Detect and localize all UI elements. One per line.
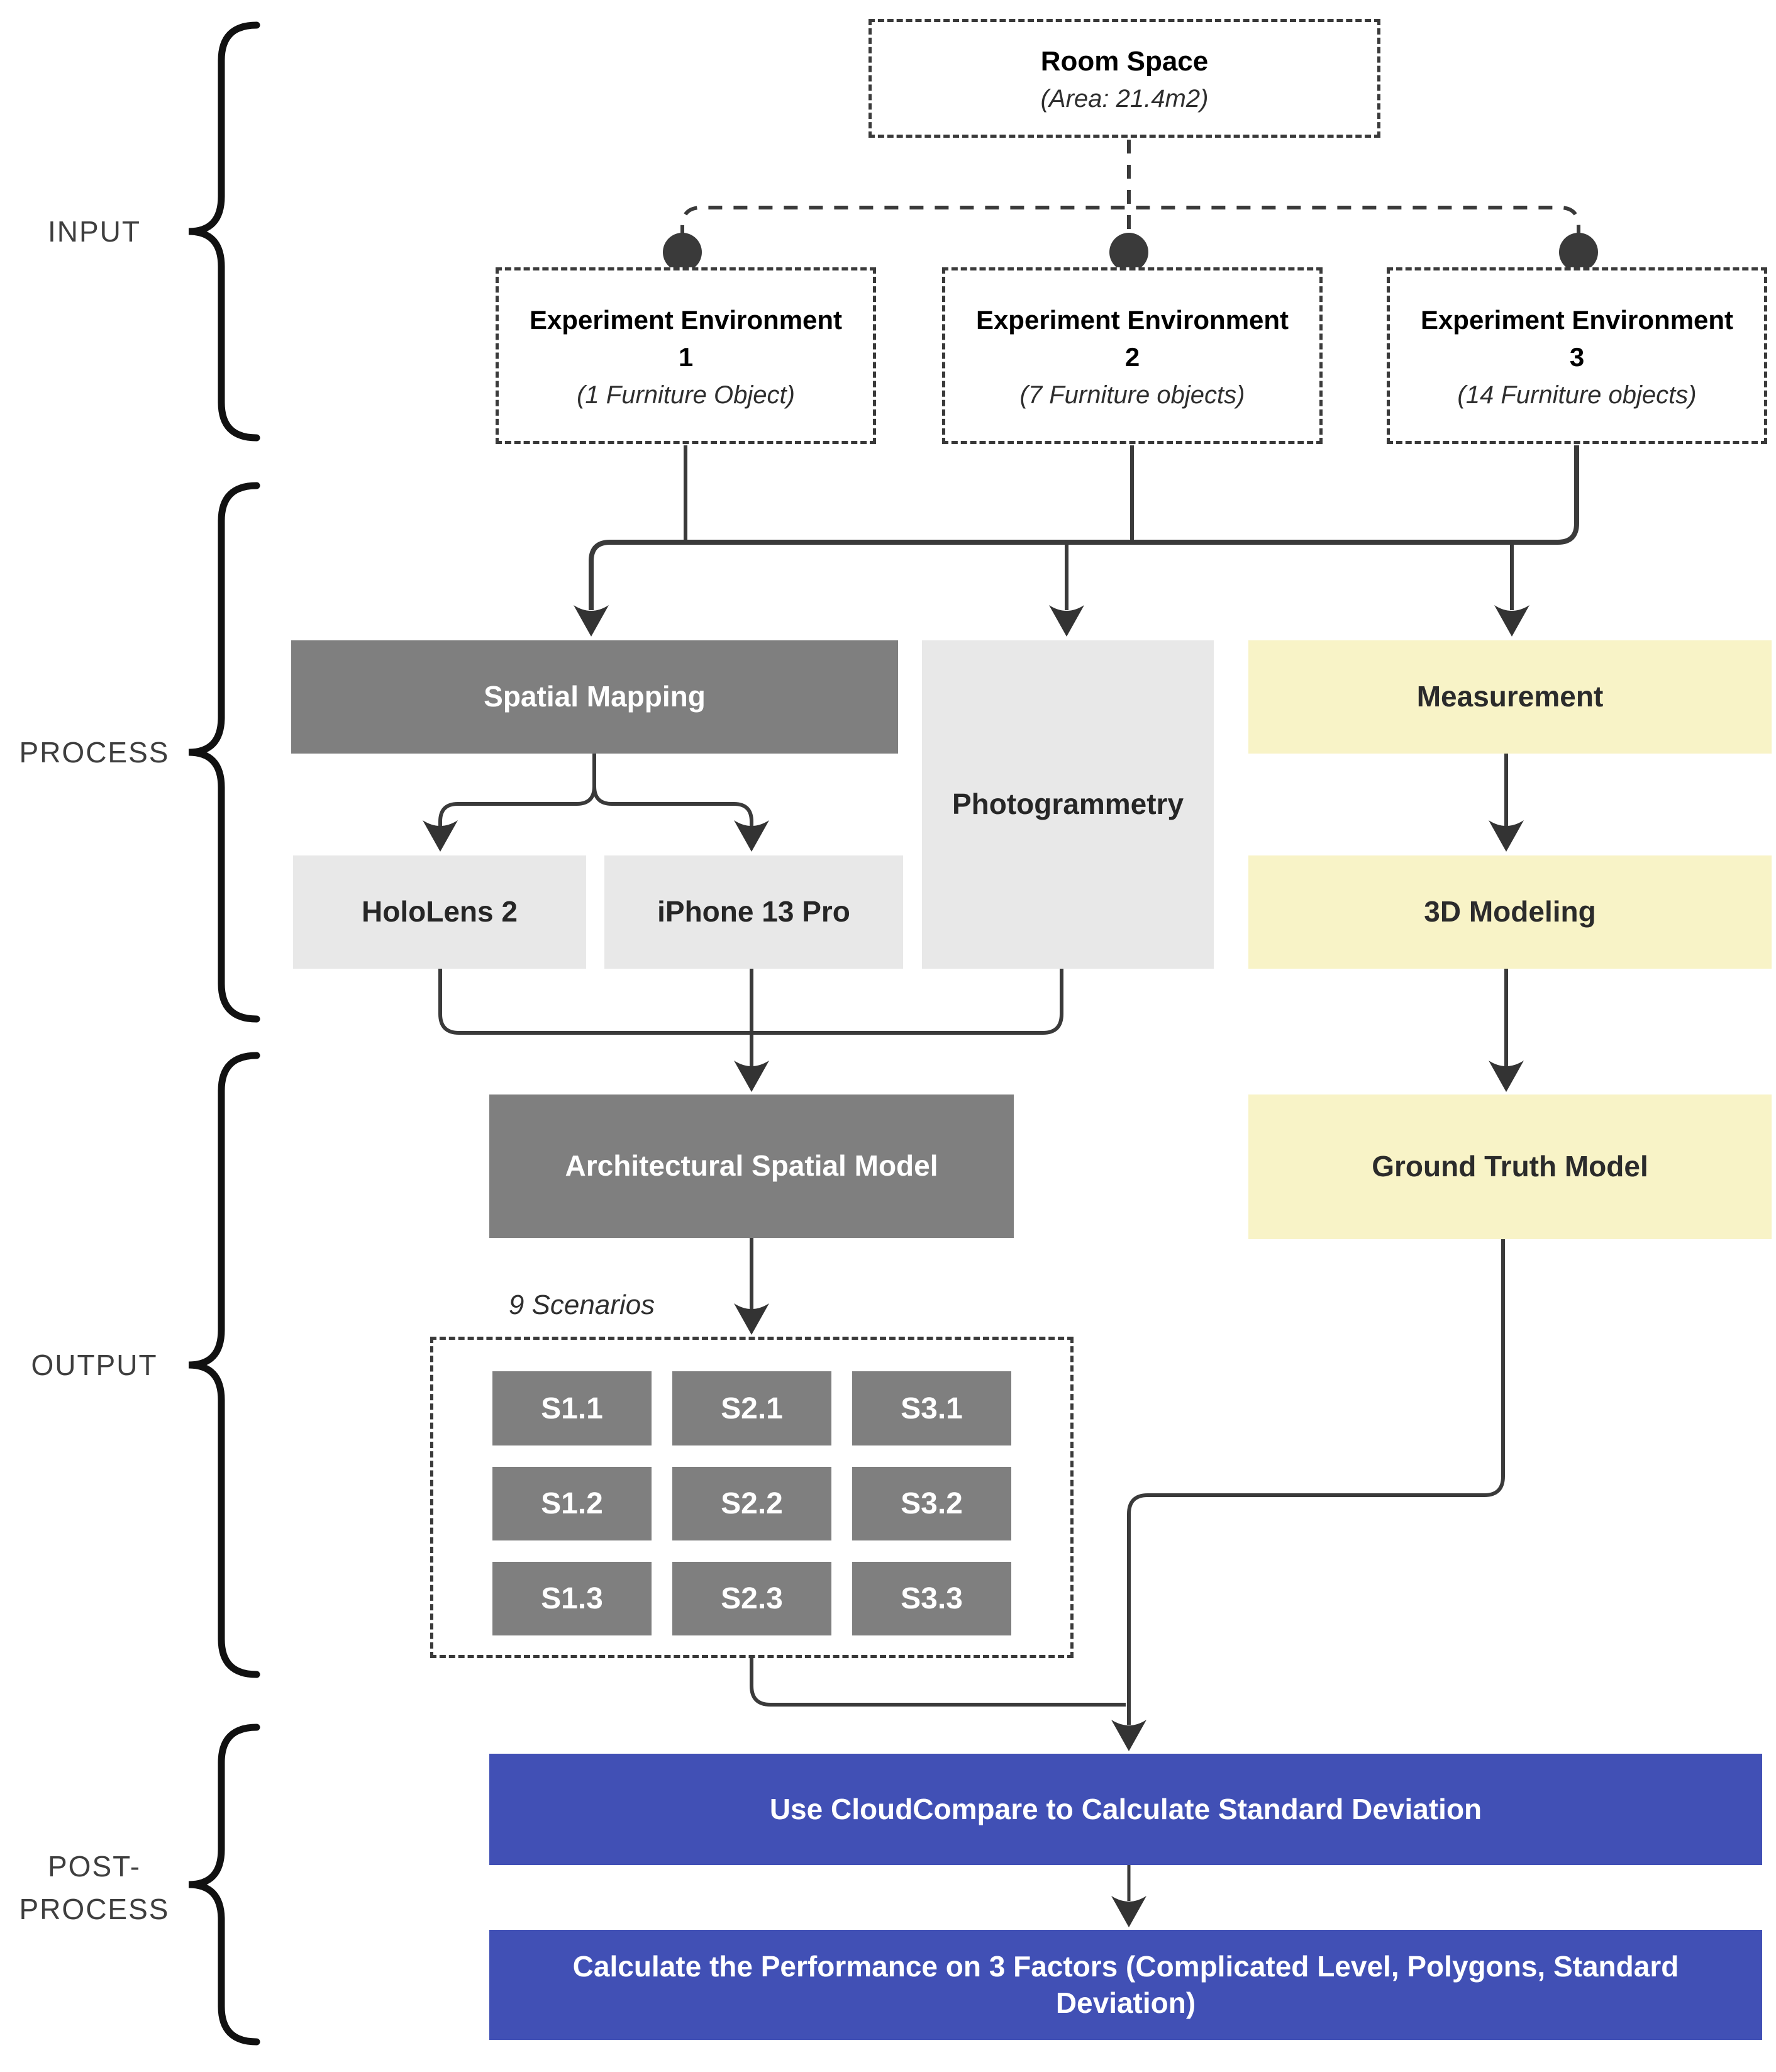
node-measurement: Measurement [1248, 640, 1772, 754]
iphone-13-pro-label: iPhone 13 Pro [657, 895, 850, 928]
hololens-2-label: HoloLens 2 [362, 895, 518, 928]
architectural-spatial-model-label: Architectural Spatial Model [565, 1149, 938, 1183]
section-label-process: PROCESS [0, 731, 189, 774]
scenarios-grid: S1.1 S2.1 S3.1 S1.2 S2.2 S3.2 S1.3 S2.3 … [492, 1371, 1011, 1635]
sm-split-right [592, 786, 753, 827]
node-environment-3: Experiment Environment 3 (14 Furniture o… [1387, 267, 1767, 444]
process-brace [188, 482, 260, 1023]
node-spatial-mapping: Spatial Mapping [291, 640, 898, 754]
performance-step-label: Calculate the Performance on 3 Factors (… [572, 1950, 1679, 2019]
post-process-label-line1: POST- [47, 1850, 142, 1883]
scenario-cell: S3.3 [852, 1562, 1011, 1635]
node-ground-truth-model: Ground Truth Model [1248, 1094, 1772, 1239]
env3-dot [1559, 233, 1598, 272]
arrowhead [734, 1061, 769, 1092]
input-brace [188, 21, 260, 442]
photogrammetry-label: Photogrammetry [952, 788, 1184, 821]
scenario-cell: S1.2 [492, 1467, 652, 1540]
arrowhead [1489, 820, 1524, 852]
scenarios-merge-path [750, 1658, 1126, 1707]
node-performance-step: Calculate the Performance on 3 Factors (… [489, 1930, 1762, 2040]
scenarios-label-text: 9 Scenarios [508, 1289, 655, 1320]
node-cloudcompare-step: Use CloudCompare to Calculate Standard D… [489, 1754, 1762, 1865]
output-brace [188, 1052, 260, 1678]
arrowhead [1049, 605, 1084, 637]
node-environment-2: Experiment Environment 2 (7 Furniture ob… [942, 267, 1323, 444]
node-photogrammetry: Photogrammetry [922, 640, 1214, 969]
sm-split-left [438, 786, 596, 827]
ground-truth-model-label: Ground Truth Model [1372, 1150, 1648, 1183]
room-space-subtitle: (Area: 21.4m2) [1040, 84, 1209, 113]
scenario-cell: S1.1 [492, 1371, 652, 1445]
output-label-text: OUTPUT [31, 1349, 158, 1381]
process-label-text: PROCESS [19, 736, 170, 769]
env1-dot [663, 233, 702, 272]
merge-left [438, 969, 752, 1035]
arrowhead [574, 605, 609, 637]
section-label-output: OUTPUT [0, 1344, 189, 1386]
gtm-merge-path [1127, 1239, 1505, 1725]
node-architectural-spatial-model: Architectural Spatial Model [489, 1094, 1014, 1238]
arrowhead [1494, 605, 1529, 637]
environment-3-subtitle: (14 Furniture objects) [1457, 381, 1697, 409]
merge-right [752, 969, 1063, 1035]
environment-1-title: Experiment Environment 1 [529, 305, 843, 372]
post-process-brace [188, 1724, 260, 2046]
scenario-cell: S3.1 [852, 1371, 1011, 1445]
env-dashed-bus [680, 206, 1580, 239]
3d-modeling-label: 3D Modeling [1424, 895, 1596, 928]
scenarios-label: 9 Scenarios [484, 1289, 679, 1321]
scenario-cell: S2.2 [672, 1467, 831, 1540]
arrowhead [423, 820, 458, 852]
arrowhead [734, 1303, 769, 1335]
environment-2-subtitle: (7 Furniture objects) [1019, 381, 1245, 409]
node-room-space: Room Space (Area: 21.4m2) [869, 19, 1380, 138]
environment-3-title: Experiment Environment 3 [1420, 305, 1734, 372]
arrowhead [734, 820, 769, 852]
scenario-cell: S1.3 [492, 1562, 652, 1635]
spatial-mapping-label: Spatial Mapping [484, 680, 706, 713]
scenario-cell: S2.3 [672, 1562, 831, 1635]
node-hololens-2: HoloLens 2 [293, 855, 586, 969]
room-space-title: Room Space [1040, 46, 1209, 77]
cloudcompare-step-label: Use CloudCompare to Calculate Standard D… [769, 1792, 1482, 1825]
node-environment-1: Experiment Environment 1 (1 Furniture Ob… [496, 267, 876, 444]
node-iphone-13-pro: iPhone 13 Pro [604, 855, 903, 969]
post-process-label-line2: PROCESS [19, 1893, 170, 1925]
arrowhead [1111, 1720, 1146, 1751]
measurement-label: Measurement [1416, 680, 1604, 713]
env2-dot [1109, 233, 1148, 272]
node-3d-modeling: 3D Modeling [1248, 855, 1772, 969]
environment-1-subtitle: (1 Furniture Object) [577, 381, 795, 409]
scenario-cell: S2.1 [672, 1371, 831, 1445]
arrowhead [1111, 1896, 1146, 1927]
process-bus [589, 445, 1579, 610]
section-label-input: INPUT [0, 210, 189, 253]
section-label-post-process: POST- PROCESS [0, 1845, 189, 1930]
arrowhead [1489, 1061, 1524, 1092]
input-label-text: INPUT [48, 215, 141, 248]
scenario-cell: S3.2 [852, 1467, 1011, 1540]
environment-2-title: Experiment Environment 2 [975, 305, 1289, 372]
